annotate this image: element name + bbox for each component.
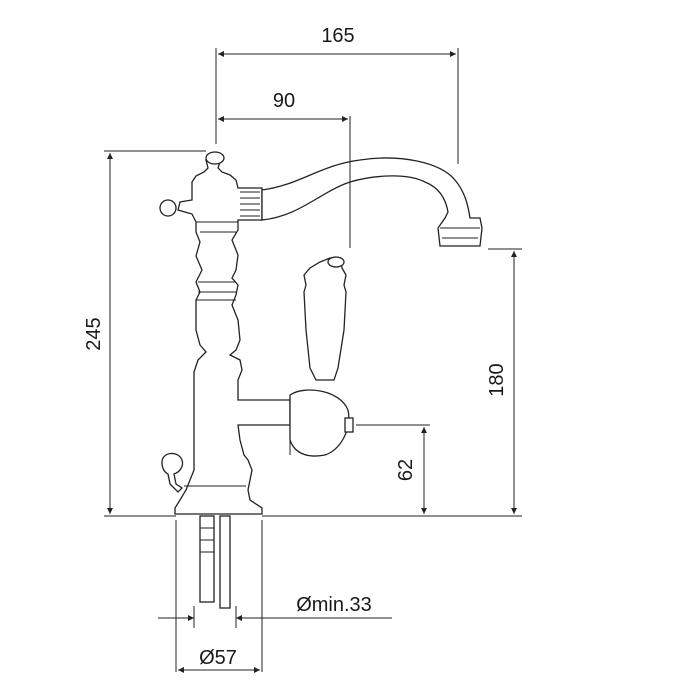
label-lever-offset: 90 — [273, 90, 295, 112]
mounting-rod — [219, 515, 231, 609]
label-spout-reach: 165 — [321, 25, 354, 47]
top-handle-knob — [205, 151, 225, 165]
faucet-outline — [159, 151, 483, 609]
label-lever-height: 62 — [395, 459, 417, 481]
label-hole-diameter: Ømin.33 — [296, 594, 372, 616]
dimension-lines — [107, 51, 517, 673]
lever-knob — [327, 256, 345, 268]
drain-rod-knob — [161, 452, 184, 493]
label-total-height: 245 — [83, 317, 105, 350]
label-base-diameter: Ø57 — [199, 647, 237, 669]
label-spout-height: 180 — [486, 363, 508, 396]
left-handle-knob — [159, 199, 177, 217]
spout — [261, 157, 483, 247]
mixer-lever — [303, 257, 347, 381]
extension-lines — [104, 48, 522, 672]
dimension-labels: 165 90 245 180 62 Ømin.33 Ø57 — [83, 25, 508, 669]
supply-hose — [199, 515, 215, 603]
lever-hub — [289, 389, 350, 457]
